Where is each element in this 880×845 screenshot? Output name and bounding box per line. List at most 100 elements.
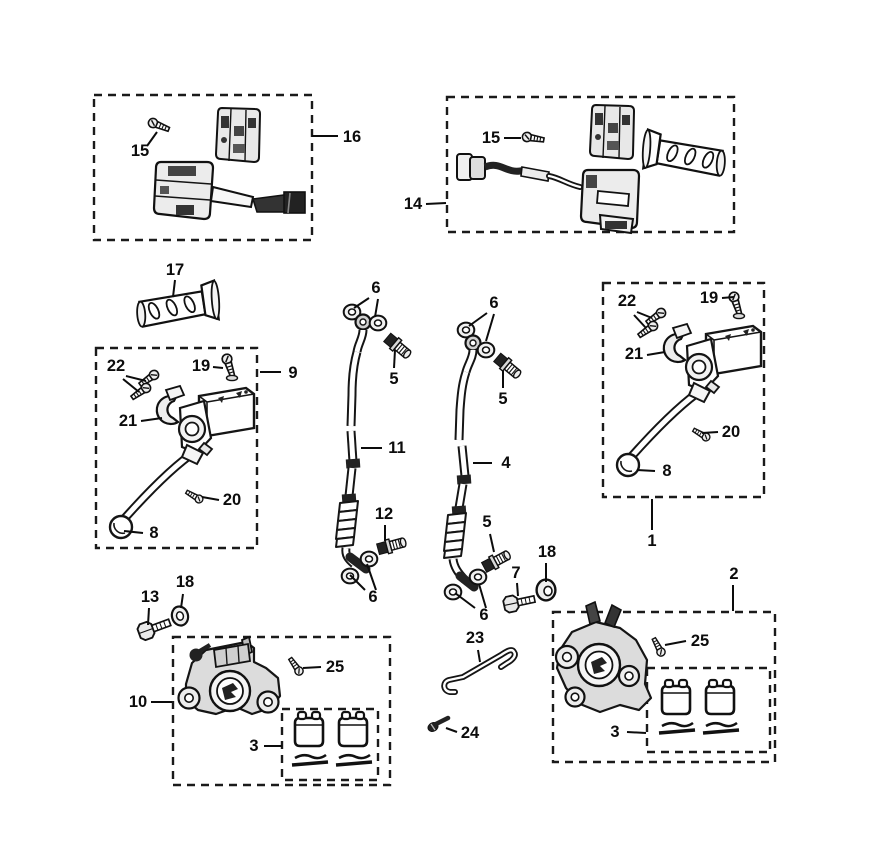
callout-14: 14 [404,195,423,213]
callout-21-left: 21 [119,412,137,430]
leader-6-bottom-right [454,583,487,609]
caliper-mount-bolt [135,613,174,643]
leader-20-left [201,496,220,501]
leader-25-right [664,640,687,646]
pan-screw [520,130,546,146]
switch-housing-upper [589,104,635,160]
callout-1: 1 [647,532,656,550]
brake-pad-set-right [659,680,739,733]
leader-8-left [123,530,144,534]
callout-15-right: 15 [482,129,500,147]
callout-20-left: 20 [223,491,241,509]
callout-2: 2 [729,565,738,583]
leader-6-top-left [353,297,379,318]
callout-18-right: 18 [538,543,556,561]
pan-screw [146,116,172,135]
front-master-cylinder-assembly [110,353,254,538]
banjo-bolt [381,331,415,362]
leader-18-left [180,593,184,609]
leader-23 [477,649,481,663]
callout-3-right: 3 [610,723,619,741]
callout-16: 16 [343,128,361,146]
leader-17 [172,279,176,298]
callout-13: 13 [141,588,159,606]
callout-25-left: 25 [326,658,344,676]
wiring-switch-assembly [456,153,641,235]
leader-5-top-left [393,349,396,369]
leader-15-left [146,131,158,147]
callout-12: 12 [375,505,393,523]
callout-18-left: 18 [176,573,194,591]
callout-22-left: 22 [107,357,125,375]
right-switch-group [456,104,728,235]
callout-21-right: 21 [625,345,643,363]
left-switch-assembly [152,160,306,221]
leader-7 [516,582,519,597]
leader-24 [445,727,458,733]
left-switch-group [146,107,306,221]
callout-7: 7 [511,564,520,582]
bleed-screw [286,655,306,678]
callout-4: 4 [501,454,511,472]
bleed-screw [649,635,668,659]
assembly-box-3-left [280,707,380,782]
leader-6-bottom-left [349,563,377,591]
callout-23: 23 [466,629,484,647]
leader-21-left [140,417,163,422]
callout-10: 10 [129,693,147,711]
brake-caliper-right [554,600,653,714]
washer-18-left [170,605,190,627]
banjo-bolt [375,534,409,557]
leader-6-top-right [468,312,495,342]
assembly-box-14 [445,95,736,234]
banjo-bolt [491,351,525,382]
callout-20-right: 20 [722,423,740,441]
callout-6-top-left: 6 [371,279,380,297]
hose-guide-bracket [441,647,518,695]
assembly-box-3-right [645,666,772,754]
callout-19-left: 19 [192,357,210,375]
callout-5-top-left: 5 [389,370,398,388]
callout-22-right: 22 [618,292,636,310]
tapping-screw-24 [427,715,451,732]
throttle-grip [640,128,728,178]
brake-hose-left [335,303,388,585]
union-bolt [501,590,538,615]
callout-19-right: 19 [700,289,718,307]
switch-housing-upper [215,107,261,163]
callout-9: 9 [288,364,297,382]
brake-hose-right [443,321,496,601]
assembly-box-2 [551,610,777,764]
callout-11: 11 [388,439,405,457]
callout-17: 17 [166,261,184,279]
leader-25-left [302,666,322,669]
callout-15-left: 15 [131,142,149,160]
callout-8-right: 8 [662,462,671,480]
leader-22-left [122,375,147,393]
leader-14 [425,202,447,205]
callout-6-bottom-left: 6 [368,588,377,606]
assembly-box-1 [601,281,766,499]
brake-caliper-left [177,635,282,716]
leader-19-left [212,366,224,369]
leader-13 [147,607,150,626]
callout-3-left: 3 [249,737,258,755]
callout-8-left: 8 [149,524,158,542]
handle-grip [134,279,222,329]
brake-pad-set-left [292,712,372,765]
leader-21-right [646,351,666,356]
leader-5-bottom-right [489,533,495,553]
callout-24: 24 [461,724,480,742]
callout-6-bottom-right: 6 [479,606,488,624]
callout-6-top-right: 6 [489,294,498,312]
banjo-bolt [480,547,514,575]
leader-20-right [701,431,719,434]
leader-3-right [626,731,647,734]
callout-5-bottom-right: 5 [482,513,491,531]
leader-8-right [636,469,656,472]
callout-5-top-right: 5 [498,390,507,408]
callout-25-right: 25 [691,632,709,650]
washer-18-right [535,578,557,602]
